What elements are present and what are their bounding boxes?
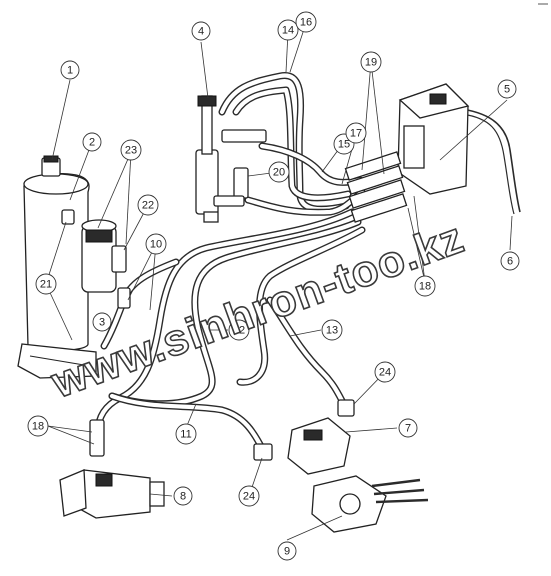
- callout-circle: [60, 60, 80, 80]
- callout-c4: 4: [191, 21, 211, 41]
- callout-label: 5: [504, 84, 510, 96]
- callout-label: 11: [180, 429, 191, 441]
- hydraulic-hoses: [94, 72, 521, 456]
- callout-circle: [398, 418, 418, 438]
- control-valve: [344, 83, 470, 223]
- callout-c12: 12: [228, 319, 250, 341]
- callout-circle: [173, 486, 193, 506]
- callout-label: 2: [89, 137, 95, 149]
- callout-label: 15: [338, 139, 350, 151]
- callout-circle: [35, 273, 57, 295]
- callout-label: 19: [365, 57, 377, 69]
- callout-label: 22: [142, 200, 154, 212]
- hydraulic-cylinder: [195, 95, 267, 223]
- callout-circle: [321, 319, 343, 341]
- callout-label: 20: [273, 167, 285, 179]
- callout-c21: 21: [35, 273, 57, 295]
- callout-c1: 1: [60, 60, 80, 80]
- callout-label: 18: [419, 281, 431, 293]
- callout-label: 16: [300, 17, 312, 29]
- callout-c3: 3: [92, 312, 112, 332]
- callout-circle: [145, 233, 167, 255]
- callout-c10: 10: [145, 233, 167, 255]
- hydraulic-motor: [253, 399, 429, 533]
- callout-circle: [27, 415, 49, 437]
- callout-label: 8: [180, 491, 186, 503]
- callout-label: 7: [405, 423, 411, 435]
- callout-c22: 22: [137, 194, 159, 216]
- callout-circle: [345, 122, 367, 144]
- callout-label: 17: [350, 128, 362, 140]
- callout-circle: [175, 423, 197, 445]
- callout-label: 9: [284, 546, 290, 558]
- callout-circle: [414, 275, 436, 297]
- callout-c24b: 24: [238, 485, 260, 507]
- callout-circle: [277, 541, 297, 561]
- callout-c7: 7: [398, 418, 418, 438]
- callout-circle: [92, 312, 112, 332]
- callout-label: 24: [243, 491, 255, 503]
- callout-c18a: 18: [27, 415, 49, 437]
- callout-circle: [497, 79, 517, 99]
- callout-c11: 11: [175, 423, 197, 445]
- callout-c23: 23: [120, 139, 142, 161]
- callout-circle: [268, 161, 290, 183]
- callout-label: 4: [198, 26, 204, 38]
- callout-label: 23: [125, 145, 137, 157]
- callout-circle: [295, 11, 317, 33]
- callout-label: 12: [233, 325, 245, 337]
- callout-circle: [238, 485, 260, 507]
- callout-c17: 17: [345, 122, 367, 144]
- callout-c24a: 24: [374, 361, 396, 383]
- callout-label: 14: [282, 25, 294, 37]
- callout-circle: [228, 319, 250, 341]
- callout-circle: [277, 19, 299, 41]
- callout-circle: [374, 361, 396, 383]
- callout-circle: [82, 132, 102, 152]
- callout-c18b: 18: [414, 275, 436, 297]
- callout-label: 6: [507, 256, 513, 268]
- callout-label: 10: [150, 239, 162, 251]
- callout-c13: 13: [321, 319, 343, 341]
- callout-circle: [500, 251, 520, 271]
- callout-c8: 8: [173, 486, 193, 506]
- callout-c9: 9: [277, 541, 297, 561]
- callout-c5: 5: [497, 79, 517, 99]
- callout-label: 13: [326, 325, 338, 337]
- callout-c14: 14: [277, 19, 299, 41]
- callout-c6: 6: [500, 251, 520, 271]
- callout-label: 3: [99, 317, 105, 329]
- callout-label: 18: [32, 421, 44, 433]
- callout-c2: 2: [82, 132, 102, 152]
- callout-circle: [120, 139, 142, 161]
- callout-label: 21: [40, 279, 52, 291]
- callout-label: 24: [379, 367, 391, 379]
- callout-circle: [137, 194, 159, 216]
- callout-circle: [360, 51, 382, 73]
- callout-c19: 19: [360, 51, 382, 73]
- hydraulic-pump: [59, 419, 165, 519]
- callout-label: 1: [67, 65, 73, 77]
- callout-circle: [191, 21, 211, 41]
- callout-c16: 16: [295, 11, 317, 33]
- callout-c20: 20: [268, 161, 290, 183]
- hydraulic-filter: [61, 209, 131, 309]
